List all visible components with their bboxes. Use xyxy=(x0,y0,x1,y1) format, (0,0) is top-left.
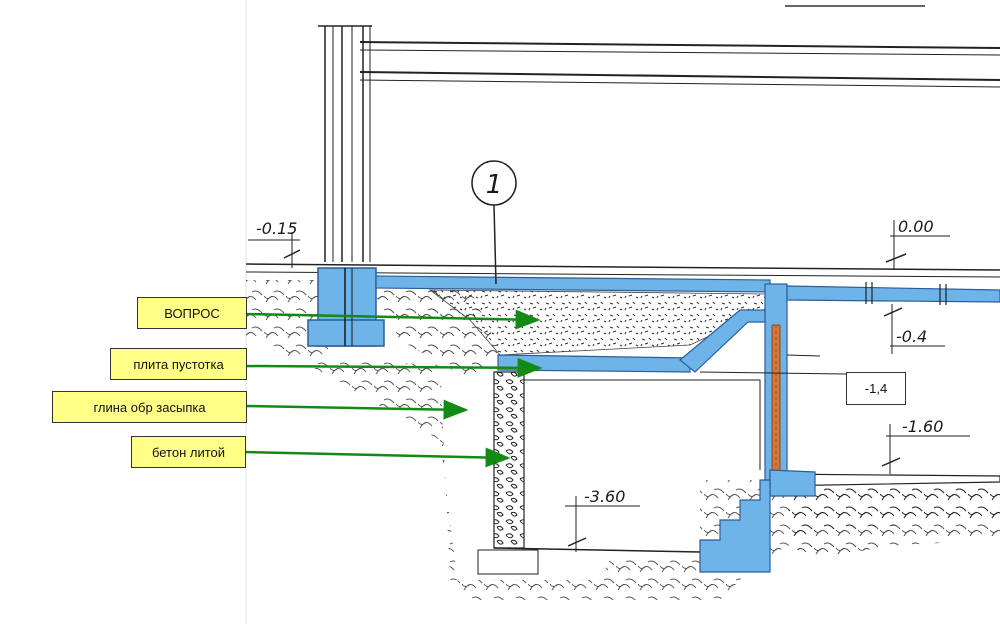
callout-plita-label: плита пустотка xyxy=(133,356,224,372)
elevation-minus-04: -0.4 xyxy=(896,327,927,346)
basement-floor xyxy=(493,547,701,553)
callout-beton-label: бетон литой xyxy=(151,444,226,460)
arrow-beton xyxy=(244,447,511,468)
arrow-glina xyxy=(244,399,469,420)
rubble-wall xyxy=(493,371,525,549)
callout-beton: бетон литой xyxy=(131,436,246,468)
elevation-000: 0.00 xyxy=(898,217,934,236)
elevation-mark-minus-360: -3.60 xyxy=(565,487,640,552)
elevation-mark-minus-04: -0.4 xyxy=(883,304,945,354)
upper-slab-line xyxy=(359,41,1000,49)
elevation-minus-160: -1.60 xyxy=(902,417,943,436)
callout-vopros-label: ВОПРОС xyxy=(164,305,220,321)
elevation-mark-000: 0.00 xyxy=(885,217,950,270)
level-tag: -1,4 xyxy=(846,372,906,405)
ground-level-line xyxy=(245,263,1000,271)
level-tag-label: -1,4 xyxy=(864,381,888,396)
hollow-core-slab xyxy=(497,354,691,373)
elevation-minus-360: -3.60 xyxy=(584,487,625,506)
callout-plita: плита пустотка xyxy=(110,348,247,380)
section-marker-number: 1 xyxy=(486,170,503,200)
arrow-plita xyxy=(244,357,543,378)
callout-glina-label: глина обр засыпка xyxy=(93,399,206,415)
stairs xyxy=(699,479,771,573)
elevation-mark-minus-015: -0.15 xyxy=(248,219,301,268)
elevation-mark-minus-160: -1.60 xyxy=(881,417,970,474)
elevation-minus-015: -0.15 xyxy=(256,219,297,238)
callout-vopros: ВОПРОС xyxy=(137,297,247,329)
arrow-vopros xyxy=(244,309,541,330)
callout-glina: глина обр засыпка xyxy=(52,391,247,423)
right-slab xyxy=(786,285,1000,303)
